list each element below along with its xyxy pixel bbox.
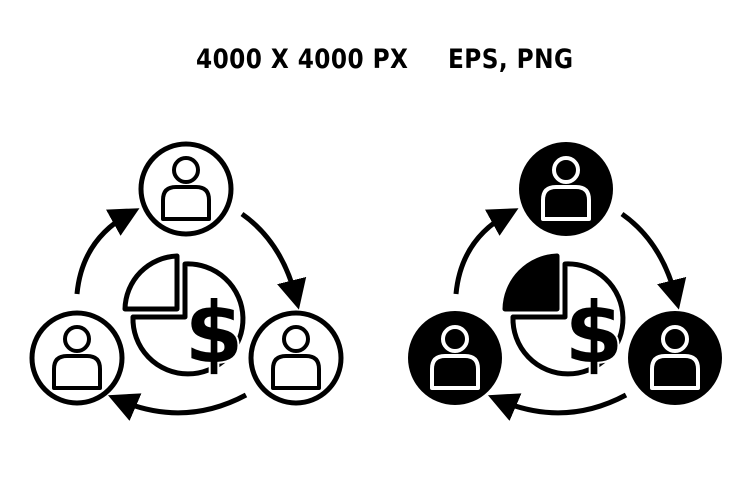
cycle-arrow-right bbox=[240, 211, 307, 310]
size-label: 4000 X 4000 PX bbox=[196, 44, 409, 75]
person-top-filled-icon bbox=[519, 142, 613, 236]
dollar-icon: $ bbox=[185, 284, 243, 382]
pie-chart-icon bbox=[122, 253, 246, 377]
person-top-icon bbox=[138, 141, 234, 237]
dollar-filled-icon: $ bbox=[565, 284, 623, 382]
cycle-arrow-right-filled bbox=[620, 211, 687, 310]
cycle-arrow-bottom-filled bbox=[487, 392, 628, 421]
person-right-filled-icon bbox=[628, 311, 722, 405]
format-label: EPS, PNG bbox=[448, 44, 574, 75]
person-left-icon bbox=[29, 310, 125, 406]
header: 4000 X 4000 PX EPS, PNG bbox=[0, 40, 750, 80]
pie-chart-filled-icon bbox=[502, 253, 626, 377]
cycle-arrow-bottom bbox=[107, 392, 248, 421]
cycle-arrow-left-filled bbox=[453, 208, 519, 295]
person-left-filled-icon bbox=[408, 311, 502, 405]
people-money-cycle-outline-icon: $ bbox=[29, 141, 344, 421]
people-money-cycle-filled-icon: $ bbox=[408, 142, 722, 421]
person-right-icon bbox=[248, 310, 344, 406]
cycle-arrow-left bbox=[74, 208, 140, 295]
